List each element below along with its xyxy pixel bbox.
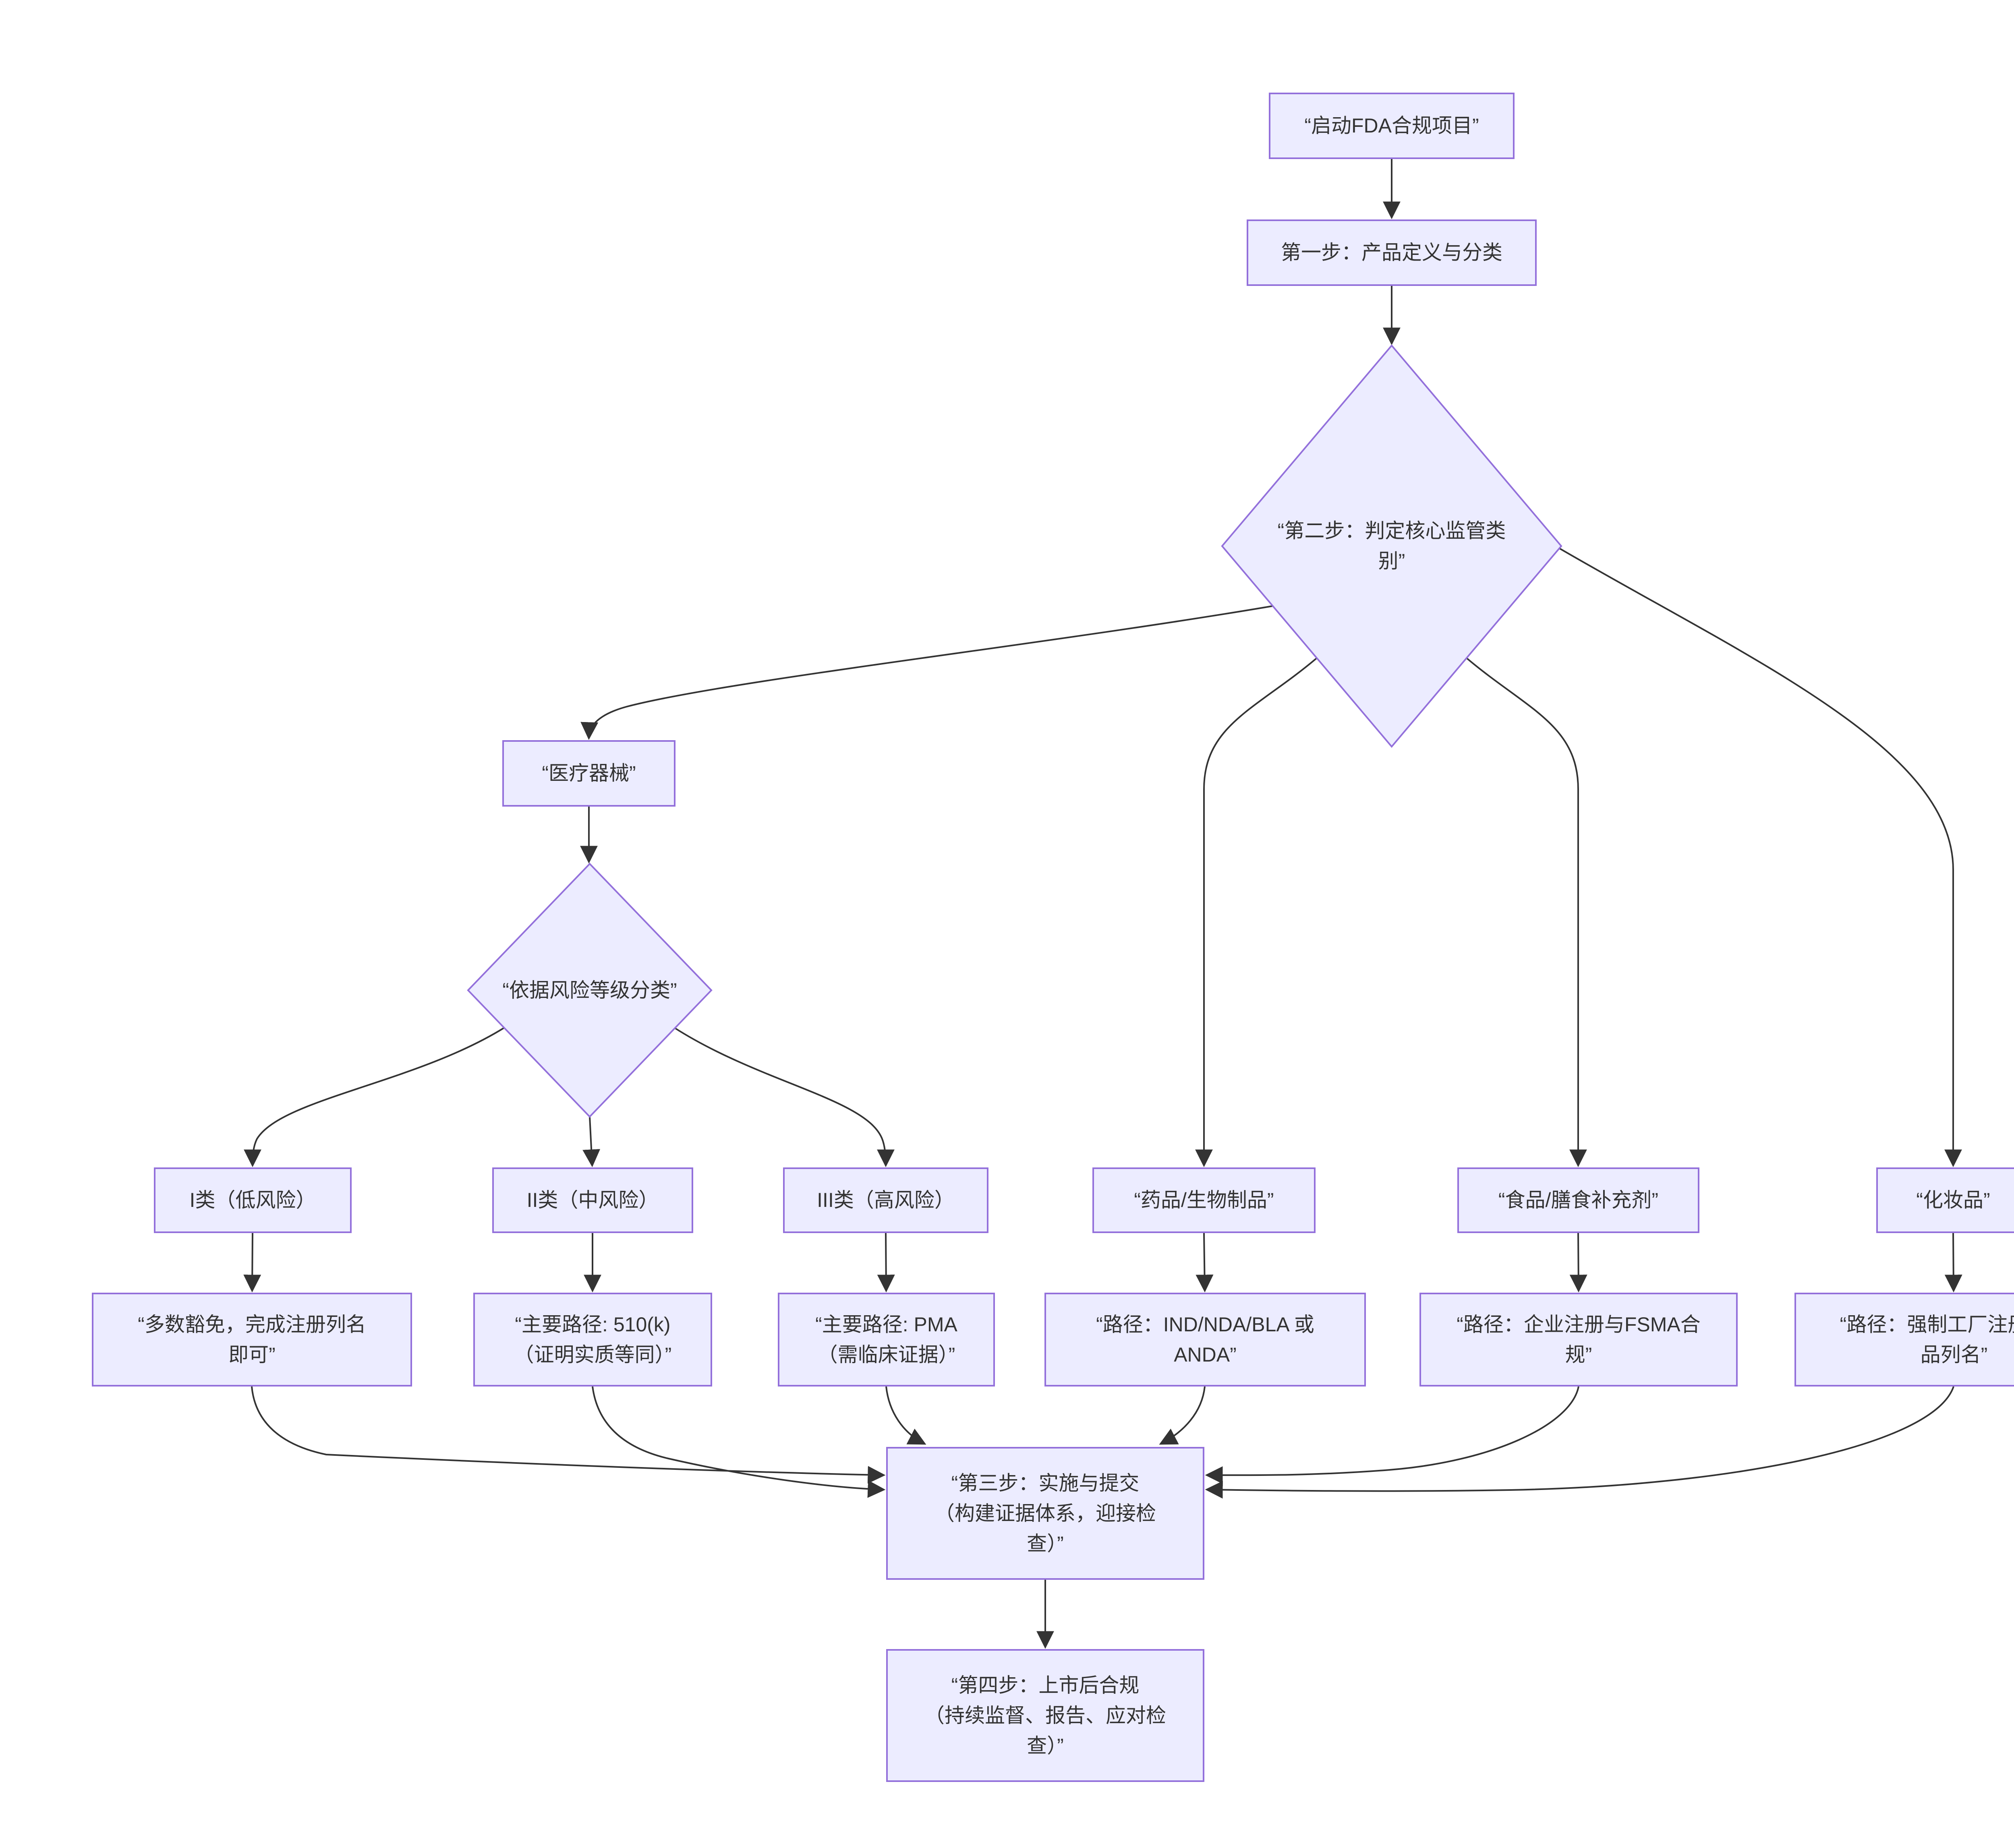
node-device: “医疗器械” xyxy=(502,740,675,807)
node-res-class3: “主要路径: PMA （需临床证据）” xyxy=(778,1293,995,1387)
edge-decide-risk-class3 xyxy=(673,1027,895,1167)
node-cosmetic: “化妆品” xyxy=(1876,1167,2014,1233)
node-cosmetic-label: “化妆品” xyxy=(1916,1189,1990,1211)
edge-decide-category-drug xyxy=(1195,658,1317,1167)
edge-res-class2-step3 xyxy=(592,1386,886,1498)
node-step1-label: 第一步：产品定义与分类 xyxy=(1281,241,1502,264)
edge-class1-res-class1 xyxy=(243,1233,261,1293)
edge-res-cosmetic-step3 xyxy=(1205,1386,1954,1499)
node-step1: 第一步：产品定义与分类 xyxy=(1247,219,1537,286)
node-res-class3-label: “主要路径: PMA （需临床证据）” xyxy=(815,1313,957,1366)
edge-decide-category-food xyxy=(1466,658,1587,1167)
node-step4: “第四步：上市后合规 （持续监督、报告、应对检 查）” xyxy=(886,1649,1204,1782)
node-class2-label: II类（中风险） xyxy=(526,1189,659,1211)
edge-food-res-food xyxy=(1569,1233,1587,1293)
node-food-label: “食品/膳食补充剂” xyxy=(1498,1189,1659,1211)
edge-cosmetic-res-cosmetic xyxy=(1944,1233,1962,1293)
node-res-class1-label: “多数豁免，完成注册列名 即可” xyxy=(138,1313,366,1366)
edge-decide-risk-class1 xyxy=(244,1027,505,1167)
node-step3-label: “第三步：实施与提交 （构建证据体系，迎接检 查）” xyxy=(934,1471,1156,1555)
node-res-cosmetic-label: “路径：强制工厂注册与产 品列名” xyxy=(1840,1313,2014,1366)
edge-decide-risk-class2 xyxy=(582,1116,601,1167)
edge-res-food-step3 xyxy=(1205,1386,1579,1484)
node-step4-label: “第四步：上市后合规 （持续监督、报告、应对检 查）” xyxy=(924,1674,1166,1757)
node-res-class2-label: “主要路径: 510(k) （证明实质等同）” xyxy=(514,1313,672,1366)
edge-decide-category-device xyxy=(580,605,1273,740)
edge-decide-category-cosmetic xyxy=(1559,548,1962,1167)
node-res-class2: “主要路径: 510(k) （证明实质等同）” xyxy=(473,1293,712,1387)
node-start-label: “启动FDA合规项目” xyxy=(1304,114,1479,137)
node-device-label: “医疗器械” xyxy=(542,762,636,784)
decision-risk-diamond xyxy=(467,863,713,1118)
node-res-food: “路径：企业注册与FSMA合 规” xyxy=(1419,1293,1738,1387)
node-res-class1: “多数豁免，完成注册列名 即可” xyxy=(92,1293,412,1387)
node-res-cosmetic: “路径：强制工厂注册与产 品列名” xyxy=(1794,1293,2014,1387)
edge-res-drug-step3 xyxy=(1159,1386,1206,1445)
edge-drug-res-drug xyxy=(1196,1233,1214,1293)
edge-res-class1-step3 xyxy=(251,1386,886,1484)
node-class3-label: III类（高风险） xyxy=(817,1189,955,1211)
node-res-food-label: “路径：企业注册与FSMA合 规” xyxy=(1457,1313,1701,1366)
node-class1: I类（低风险） xyxy=(154,1167,352,1233)
node-res-drug-label: “路径：IND/NDA/BLA 或 ANDA” xyxy=(1096,1313,1314,1366)
node-start: “启动FDA合规项目” xyxy=(1269,93,1515,159)
node-class1-label: I类（低风险） xyxy=(189,1189,316,1211)
decision-category-diamond xyxy=(1221,344,1562,748)
node-step3: “第三步：实施与提交 （构建证据体系，迎接检 查）” xyxy=(886,1447,1204,1580)
node-drug: “药品/生物制品” xyxy=(1092,1167,1316,1233)
node-food: “食品/膳食补充剂” xyxy=(1457,1167,1699,1233)
node-drug-label: “药品/生物制品” xyxy=(1134,1189,1274,1211)
node-class2: II类（中风险） xyxy=(492,1167,693,1233)
node-res-drug: “路径：IND/NDA/BLA 或 ANDA” xyxy=(1044,1293,1366,1387)
edge-res-class3-step3 xyxy=(885,1386,926,1445)
node-class3: III类（高风险） xyxy=(783,1167,988,1233)
